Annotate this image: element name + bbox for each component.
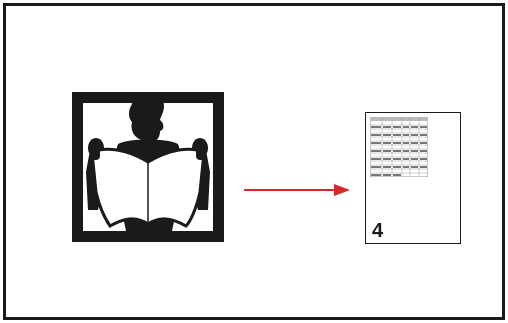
page-table-thumbnail [370,117,428,177]
page-number: 4 [372,221,383,241]
document-page-icon: 4 [365,112,461,244]
person-reading-newspaper-icon [72,92,224,242]
diagram-frame: 4 [3,3,505,320]
arrow-right-icon [244,182,352,198]
